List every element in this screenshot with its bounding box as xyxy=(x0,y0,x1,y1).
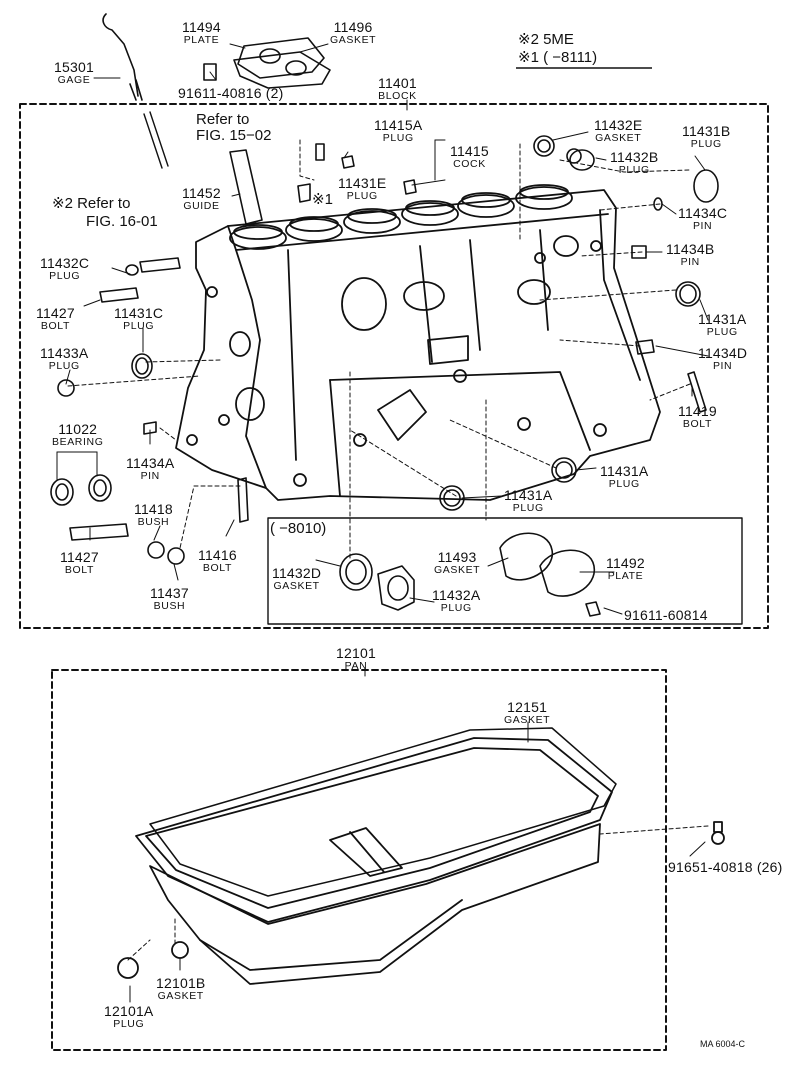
pan-gasket xyxy=(149,727,617,897)
ref-fig-16-01-line2: FIG. 16-01 xyxy=(86,213,158,230)
rear-plate-frame xyxy=(267,517,743,625)
plate-gasket-top xyxy=(203,37,331,89)
note-2: ※2 5ME xyxy=(518,31,574,48)
note-1: ※1 ( −8111) xyxy=(518,49,598,66)
figure-code: MA 6004-C xyxy=(700,1039,746,1049)
leader-lines xyxy=(56,43,709,1003)
guide-11452 xyxy=(229,149,263,225)
ref-fig-16-01-line1: ※2 Refer to xyxy=(52,195,131,212)
small-parts xyxy=(50,135,719,565)
mark-1: ※1 xyxy=(312,191,333,208)
dipstick-gauge xyxy=(102,13,169,169)
label-91611-40816: 91611-40816 (2) xyxy=(178,85,284,101)
range-8010: ( −8010) xyxy=(270,520,327,537)
engine-block xyxy=(175,184,661,501)
block-group-frame xyxy=(19,103,769,629)
oil-pan xyxy=(117,737,725,985)
label-91651-40818: 91651-40818 (26) xyxy=(668,859,783,875)
ref-fig-15-02-line2: FIG. 15−02 xyxy=(196,127,272,144)
ref-fig-15-02-line1: Refer to xyxy=(196,111,250,128)
alignment-lines xyxy=(67,139,709,961)
rear-plate-group xyxy=(339,532,601,617)
label-91611-60814: 91611-60814 xyxy=(624,607,708,623)
pan-group-frame xyxy=(51,669,667,1051)
